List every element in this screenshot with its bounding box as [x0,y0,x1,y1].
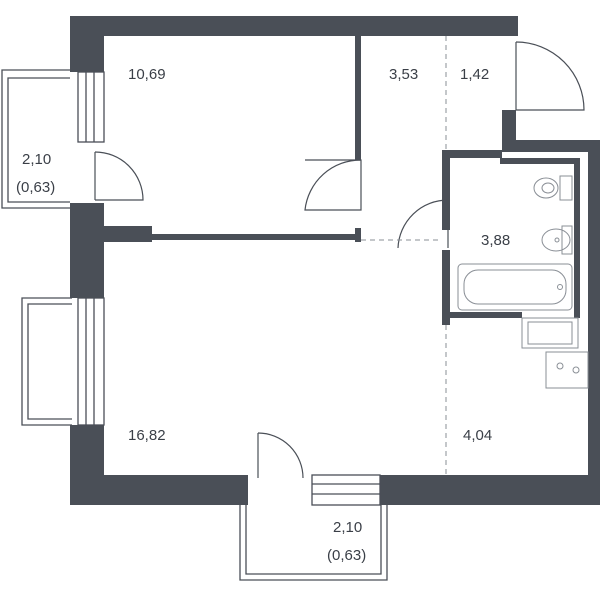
windows [77,71,381,506]
interior-walls [100,30,580,325]
partition-stub-left [100,226,152,242]
wall-left-middle [70,203,104,298]
labels: 10,69 3,53 1,42 3,88 16,82 4,04 2,10 (0,… [16,66,510,564]
entry-area-label: 1,42 [460,66,489,83]
door-balcony-bottom [257,432,304,479]
kitchen-area-label: 4,04 [463,427,492,444]
hall-area-label: 3,53 [389,66,418,83]
kitchen-fixtures [521,317,589,389]
bath-wall-bottom [442,312,522,318]
wall-left-top [70,16,104,72]
balcony-left-area-label: 2,10 [22,151,51,168]
window-bedroom [77,71,105,143]
balcony-left-reduced-label: (0,63) [16,179,55,196]
bathroom-area-label: 3,88 [481,232,510,249]
stove-icon [545,351,589,389]
bathtub-icon [457,263,573,311]
door-bedroom [304,159,362,211]
window-living [77,297,105,426]
zone-dividers [361,36,447,475]
bath-door-gap-mask [442,230,450,250]
wall-top [70,16,518,36]
door-balcony-left [94,151,144,201]
wall-right [588,140,600,505]
balcony-bottom-reduced-label: (0,63) [327,547,366,564]
bedroom-area-label: 10,69 [128,66,166,83]
wall-bottom-left [70,475,248,505]
bathroom-fixtures [457,175,573,311]
balcony-bottom-area-label: 2,10 [333,519,362,536]
wall-bottom-right [380,475,600,505]
partition-bedroom-hall [355,30,361,160]
balcony-left-bottom [21,297,72,426]
balcony-bottom [239,505,388,581]
outer-walls [70,16,600,505]
living-area-label: 16,82 [128,427,166,444]
washing-machine-icon [521,317,579,349]
door-entry [515,41,585,111]
balcony-left [1,69,70,209]
sink-icon [541,225,573,255]
doors [94,41,585,479]
door-bathroom [397,199,449,249]
bath-wall-top [442,150,502,158]
bath-wall-right [574,158,580,318]
partition-bedroom-living [150,234,361,240]
wall-right-top [502,140,600,152]
bath-wall-top-inner [500,158,580,164]
toilet-icon [533,175,573,201]
window-bottom [311,474,381,506]
